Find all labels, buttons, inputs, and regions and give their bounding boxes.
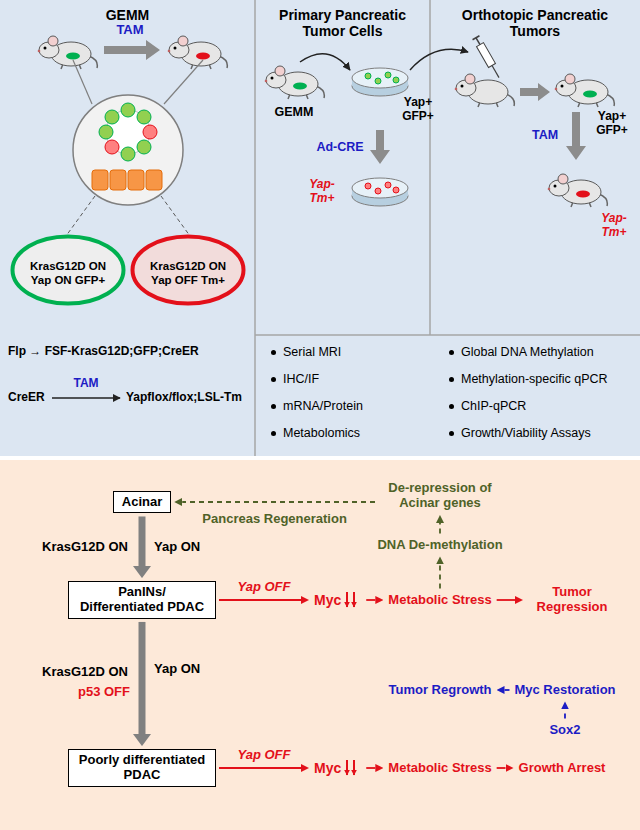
connector-arrow	[564, 709, 566, 718]
connector-arrow	[366, 767, 375, 769]
method-item: IHC/IF	[269, 372, 447, 399]
panel: Primary Pancreatic Tumor Cells	[255, 0, 430, 335]
stage-box: PanINs/ Differentiated PDAC	[68, 581, 216, 619]
genotype-ellipse: KrasG12D ON Yap ON GFP+	[10, 234, 126, 306]
panel-heading: GEMM	[0, 0, 255, 23]
node-text: DNA De-methylation	[377, 538, 502, 553]
node-text: Sox2	[549, 723, 580, 738]
connector-arrow	[219, 767, 301, 769]
edge-label: Yap OFF	[236, 748, 293, 763]
methods-panel: Serial MRIIHC/IFmRNA/ProteinMetabolomics…	[255, 335, 640, 455]
panel: GEMM KrasG12D ON Yap ON GFP+KrasG12D ON Y…	[0, 0, 255, 455]
method-item: Growth/Viability Assays	[447, 426, 632, 453]
gene-text: Myc	[312, 759, 363, 777]
process-text: De-repression of Acinar genes	[378, 480, 502, 512]
annotation-label: Yap- Tm+	[304, 178, 340, 206]
connector-arrow	[139, 622, 146, 734]
process-text: DNA De-methylation	[375, 537, 504, 554]
connector-arrow	[366, 599, 375, 601]
connector-arrow	[182, 501, 375, 503]
annotation-label: Ad-CRE	[316, 140, 363, 154]
node-text: Myc Restoration	[514, 683, 615, 698]
annotation-label: Flp → FSF-KrasG12D;GFP;CreER	[8, 345, 199, 359]
gene-text: Sox2	[547, 722, 582, 739]
connector-arrow	[439, 523, 441, 534]
method-item: ChIP-qPCR	[447, 399, 632, 426]
annotation-label: Yap- Tm+	[596, 212, 632, 240]
connector-arrow	[439, 564, 441, 588]
annotation-label: Yap+ GFP+	[398, 96, 438, 124]
node-text: KrasG12D ON Yap OFF Tm+	[130, 253, 246, 286]
method-item: Metabolomics	[269, 426, 447, 453]
connector-arrow	[219, 599, 301, 601]
annotation-label: TAM	[73, 377, 98, 391]
node-text: Growth Arrest	[519, 761, 606, 776]
node-text: De-repression of Acinar genes	[380, 481, 500, 511]
connector-arrow	[497, 767, 506, 769]
annotation-label: p53 OFF	[78, 685, 130, 700]
annotation-label: CreER	[8, 391, 45, 405]
outcome-text: Tumor Regrowth	[386, 682, 493, 699]
annotation-label: GEMM	[275, 105, 314, 119]
node-text: Poorly differentiated PDAC	[77, 753, 207, 783]
stage-box: Poorly differentiated PDAC	[68, 749, 216, 787]
annotation-label: TAM	[532, 128, 558, 142]
node-text: Tumor Regrowth	[388, 683, 491, 698]
node-text: Tumor Regression	[528, 585, 616, 615]
node-text: Acinar	[122, 495, 162, 510]
panel-heading: Orthotopic Pancreatic Tumors	[430, 0, 640, 39]
process-text: Metabolic Stress	[386, 760, 493, 777]
outcome-text: Tumor Regression	[526, 584, 618, 616]
outcome-text: Growth Arrest	[517, 760, 608, 777]
gene-text: Myc	[312, 591, 363, 609]
panel-heading: Primary Pancreatic Tumor Cells	[255, 0, 430, 39]
panel: Orthotopic Pancreatic Tumors	[430, 0, 640, 335]
edge-label: KrasG12D ON	[40, 540, 130, 555]
edge-label: Yap OFF	[236, 580, 293, 595]
method-item: mRNA/Protein	[269, 399, 447, 426]
connector-arrow	[505, 689, 510, 691]
stage-box: Acinar	[113, 491, 171, 514]
annotation-label: Yapflox/flox;LSL-Tm	[126, 391, 242, 405]
edge-label: KrasG12D ON	[40, 665, 130, 680]
connector-arrow	[497, 599, 515, 601]
node-text: Metabolic Stress	[388, 593, 491, 608]
process-text: Myc Restoration	[512, 682, 617, 699]
node-text: Myc	[314, 760, 341, 776]
node-text: Myc	[314, 592, 341, 608]
process-text: Metabolic Stress	[386, 592, 493, 609]
annotation-label: Yap ON	[154, 540, 200, 555]
genotype-ellipse: KrasG12D ON Yap OFF Tm+	[130, 234, 246, 306]
annotation-label: Yap+ GFP+	[592, 110, 632, 138]
edge-label: Pancreas Regeneration	[200, 512, 349, 527]
method-item: Global DNA Methylation	[447, 345, 632, 372]
method-item: Serial MRI	[269, 345, 447, 372]
connector-arrow	[139, 516, 146, 566]
node-text: KrasG12D ON Yap ON GFP+	[10, 253, 126, 286]
method-item: Methylation-specific qPCR	[447, 372, 632, 399]
node-text: PanINs/ Differentiated PDAC	[77, 585, 207, 615]
node-text: Metabolic Stress	[388, 761, 491, 776]
annotation-label: TAM	[116, 23, 143, 38]
annotation-label: Yap ON	[154, 662, 200, 677]
